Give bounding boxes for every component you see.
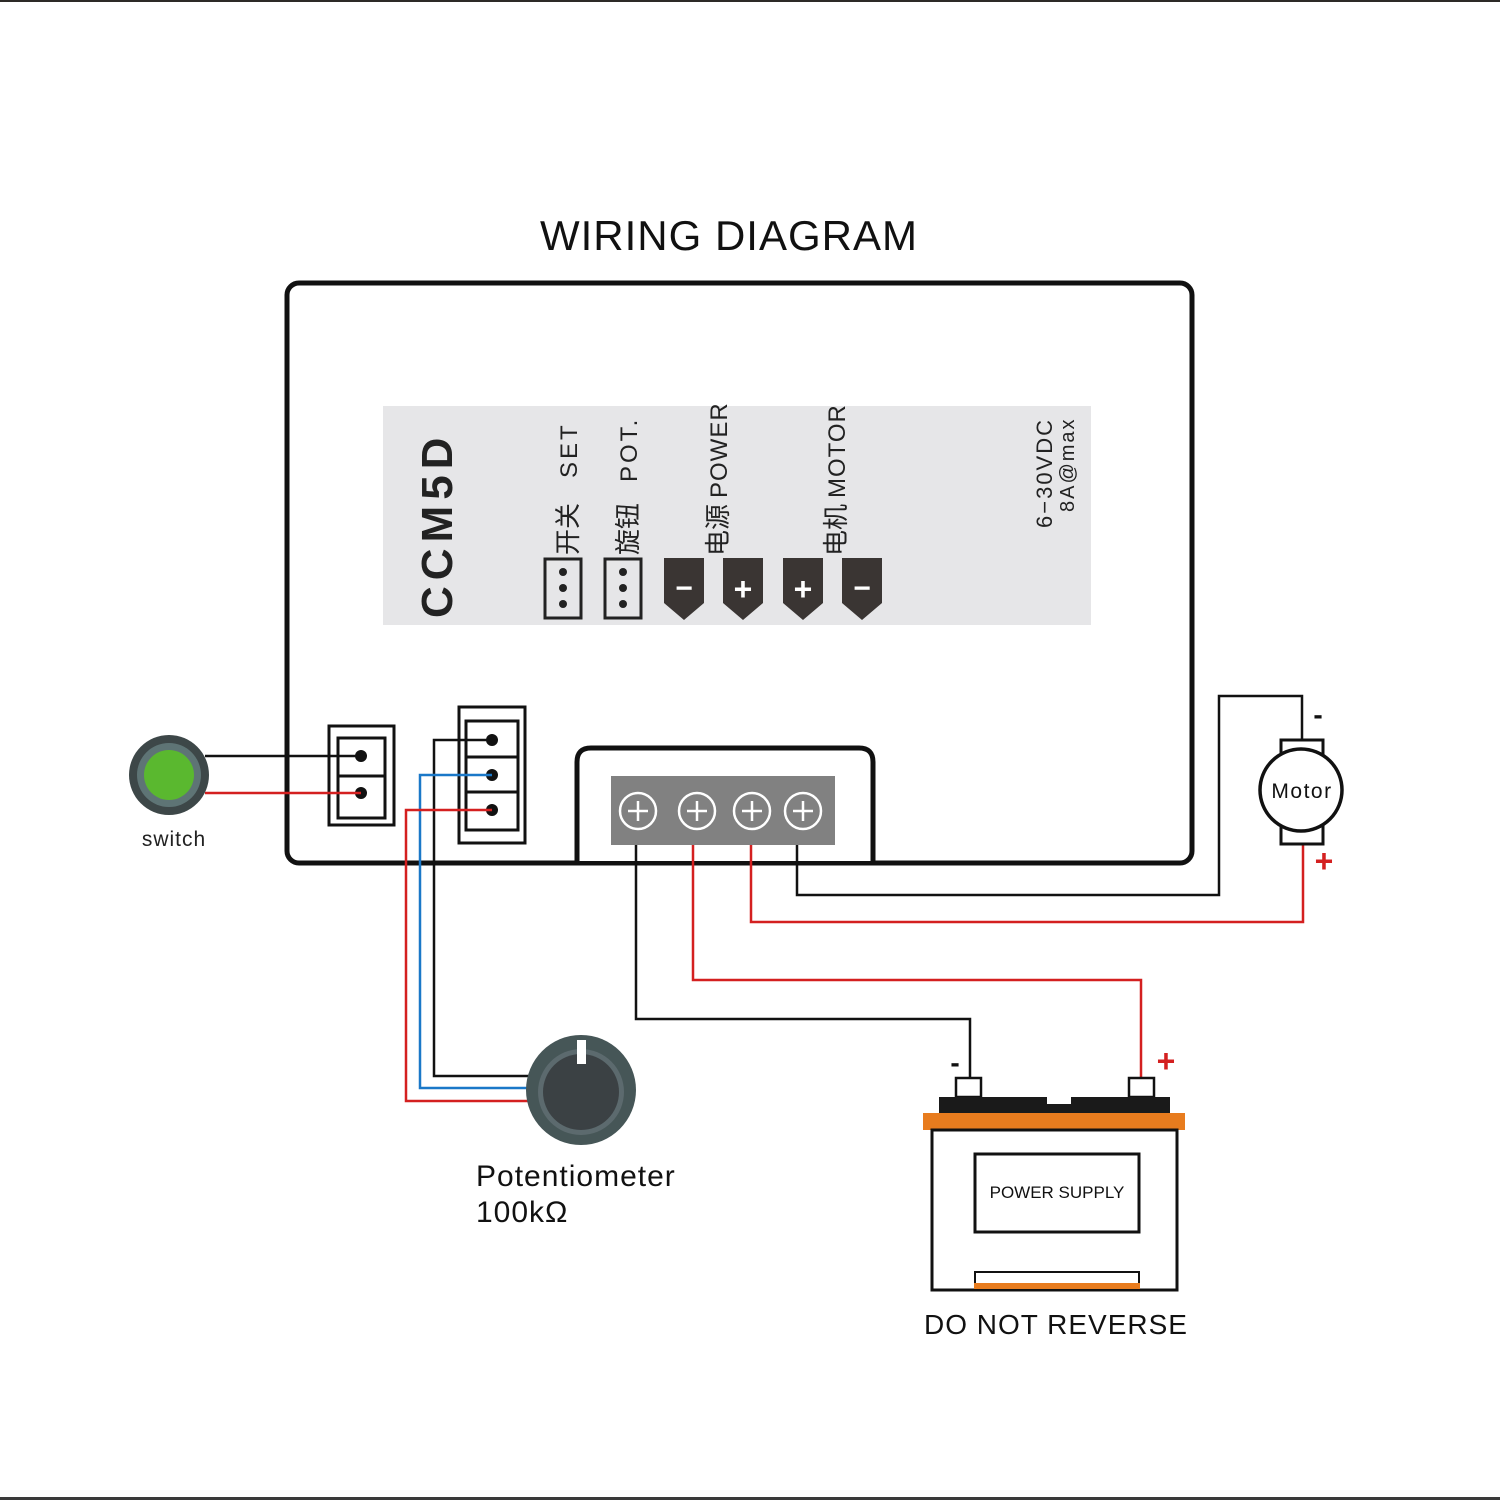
screw-icon — [618, 791, 658, 831]
svg-text:−: − — [853, 572, 871, 605]
power-label-en: POWER — [706, 402, 733, 498]
image-top-border — [0, 0, 1500, 2]
motor-negative-sign: - — [1313, 699, 1322, 730]
battery-warning: DO NOT REVERSE — [924, 1309, 1188, 1340]
voltage-rating: 6−30VDC — [1032, 418, 1057, 528]
motor-positive-tag: + — [783, 558, 823, 620]
battery-negative-post — [954, 1076, 983, 1099]
svg-text:+: + — [794, 571, 813, 607]
set-label-en: SET — [556, 422, 583, 478]
battery[interactable]: POWER SUPPLY — [923, 1076, 1185, 1292]
motor-label-cn: 电机 — [822, 504, 852, 556]
motor-positive-sign: + — [1315, 843, 1334, 879]
pot-wire-black — [432, 738, 530, 1078]
motor-wire-positive — [749, 842, 1305, 924]
pot-wire-blue — [418, 773, 530, 1090]
image-bottom-border — [0, 1497, 1500, 1500]
power-positive-tag: + — [723, 558, 763, 620]
screw-icon — [783, 791, 823, 831]
motor-label: Motor — [1271, 780, 1332, 803]
pot-label-cn: 旋钮 — [614, 503, 644, 555]
potentiometer-knob[interactable] — [526, 1035, 636, 1145]
switch-connector[interactable] — [327, 724, 396, 827]
current-rating: 8A@max — [1057, 417, 1079, 512]
screw-terminal-power-positive[interactable] — [677, 791, 717, 831]
model-name: CCM5D — [413, 432, 462, 618]
power-label-cn: 电源 — [704, 504, 734, 556]
motor-label-en: MOTOR — [824, 404, 851, 498]
screw-icon — [732, 791, 772, 831]
pot-wire-red — [404, 808, 530, 1103]
battery-negative-sign: - — [950, 1047, 959, 1078]
potentiometer-value: 100kΩ — [476, 1196, 568, 1229]
screw-icon — [677, 791, 717, 831]
svg-text:−: − — [675, 572, 693, 605]
battery-positive-sign: + — [1157, 1043, 1176, 1079]
diagram-title: WIRING DIAGRAM — [540, 212, 918, 259]
screw-terminal-motor-negative[interactable] — [783, 791, 823, 831]
motor-icon — [1258, 747, 1344, 833]
power-negative-tag: − — [664, 558, 704, 620]
svg-text:+: + — [734, 571, 753, 607]
power-wire-negative — [634, 845, 972, 1078]
set-label-cn: 开关 — [554, 503, 584, 555]
motor-wire-negative — [795, 694, 1304, 897]
battery-positive-post — [1127, 1076, 1156, 1099]
controller-label-panel: CCM5D 开关 SET 旋钮 POT. 电源 POWER 电机 MOTOR − — [383, 402, 1091, 625]
power-wire-positive — [691, 845, 1143, 1078]
screw-terminal-motor-positive[interactable] — [732, 791, 772, 831]
motor[interactable]: Motor — [1258, 738, 1344, 846]
set-connector-icon — [543, 557, 583, 620]
switch[interactable] — [129, 735, 209, 815]
motor-negative-tag: − — [842, 558, 882, 620]
pot-connector-icon — [603, 557, 643, 620]
potentiometer-label: Potentiometer — [476, 1160, 676, 1193]
battery-label: POWER SUPPLY — [990, 1183, 1125, 1202]
screw-terminal-power-negative[interactable] — [618, 791, 658, 831]
switch-label: switch — [142, 828, 206, 851]
pot-label-en: POT. — [616, 417, 643, 482]
